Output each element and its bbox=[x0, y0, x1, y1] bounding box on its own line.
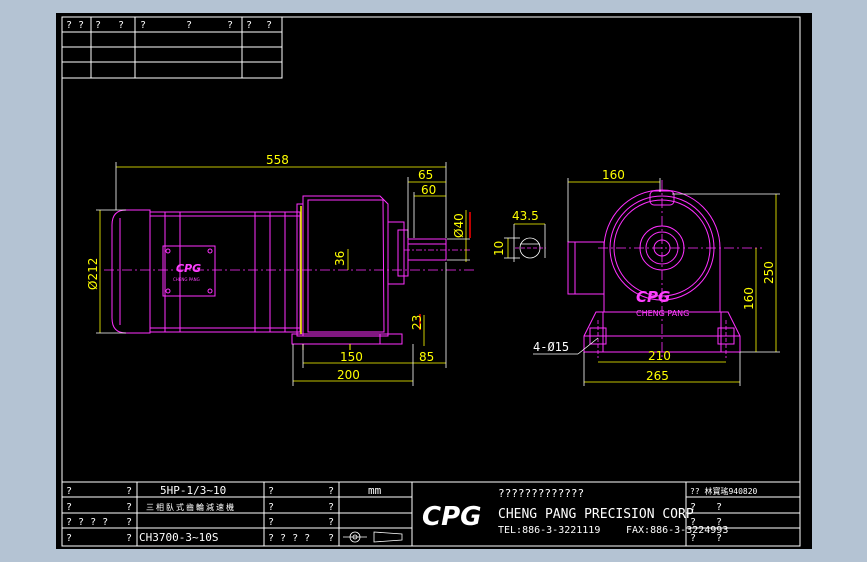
company-logo: CPG bbox=[422, 502, 481, 532]
tb-q-1: ? bbox=[66, 486, 72, 497]
nameplate-logo: CPG bbox=[176, 262, 201, 275]
dim-hole-spec: 4-Ø15 bbox=[533, 340, 569, 354]
tb-q-15: ? ? ? ? bbox=[268, 533, 310, 544]
side-nameplate: CPG CHENG PANG bbox=[162, 245, 216, 297]
front-dimension-text: 160 250 160 4-Ø15 210 265 bbox=[533, 168, 776, 383]
tb-unit: mm bbox=[368, 484, 382, 497]
tb-q-23: ? bbox=[716, 533, 722, 544]
rev-h7: ? bbox=[227, 20, 233, 31]
tb-q-13: ? bbox=[268, 517, 274, 528]
dim-558: 558 bbox=[266, 153, 289, 167]
dim-10: 10 bbox=[492, 241, 506, 256]
dim-200: 200 bbox=[337, 368, 360, 382]
dim-height-160: 160 bbox=[742, 287, 756, 310]
tb-q-12: ? bbox=[328, 502, 334, 513]
tb-q-5: ? ? ? ? bbox=[66, 517, 108, 528]
dim-front-160: 160 bbox=[602, 168, 625, 182]
tb-q-2: ? bbox=[126, 486, 132, 497]
dim-shaft-dia: Ø40 bbox=[452, 213, 466, 238]
keyway-detail bbox=[504, 223, 546, 262]
tb-q-8: ? bbox=[126, 533, 132, 544]
tb-q-14: ? bbox=[328, 517, 334, 528]
tb-q-11: ? bbox=[268, 502, 274, 513]
projection-symbol bbox=[343, 531, 403, 543]
title-block-text: ? ? ? ? ? ? ? ? ? ? ? 5HP-1/3~10 三相臥式齒輪減… bbox=[66, 484, 758, 544]
tb-q-20: ? bbox=[690, 517, 696, 528]
revision-table-header: ? ? ? ? ? ? ? ? ? bbox=[66, 20, 272, 31]
dim-60: 60 bbox=[421, 183, 436, 197]
tb-q-3: ? bbox=[66, 502, 72, 513]
rev-h5: ? bbox=[140, 20, 146, 31]
tb-q-4: ? bbox=[126, 502, 132, 513]
dim-250: 250 bbox=[762, 261, 776, 284]
nameplate-sub: CHENG PANG bbox=[173, 277, 200, 282]
tb-q-19: ? bbox=[716, 502, 722, 513]
title-block-grid bbox=[61, 481, 801, 547]
tb-q-6: ? bbox=[126, 517, 132, 528]
rev-h6: ? bbox=[186, 20, 192, 31]
tb-q-21: ? bbox=[716, 517, 722, 528]
dim-43-5: 43.5 bbox=[512, 209, 539, 223]
tb-q-17: ?? 林寶瑤940820 bbox=[690, 486, 758, 496]
front-logo-sub: CHENG PANG bbox=[636, 309, 689, 318]
revision-table bbox=[61, 16, 283, 79]
drawing-sheet bbox=[56, 13, 812, 549]
dim-150: 150 bbox=[340, 350, 363, 364]
dim-265: 265 bbox=[646, 369, 669, 383]
dim-motor-dia: Ø212 bbox=[86, 258, 100, 290]
tb-q-16: ? bbox=[328, 533, 334, 544]
rev-h3: ? bbox=[95, 20, 101, 31]
tb-desc: 三相臥式齒輪減速機 bbox=[146, 502, 236, 512]
tb-q-10: ? bbox=[328, 486, 334, 497]
tb-spec: 5HP-1/3~10 bbox=[160, 484, 226, 497]
front-dimension-lines bbox=[533, 178, 780, 386]
tb-q-22: ? bbox=[690, 533, 696, 544]
side-dimension-text: 558 65 60 Ø40 Ø212 36 23 150 85 200 bbox=[86, 153, 466, 382]
rev-h1: ? bbox=[66, 20, 72, 31]
tb-q-9: ? bbox=[268, 486, 274, 497]
side-view bbox=[111, 195, 447, 350]
dim-23: 23 bbox=[410, 315, 424, 330]
rev-h9: ? bbox=[266, 20, 272, 31]
side-dimension-lines bbox=[96, 162, 470, 386]
dim-210: 210 bbox=[648, 349, 671, 363]
company-cn: ????????????? bbox=[498, 487, 584, 500]
dim-65: 65 bbox=[418, 168, 433, 182]
tb-model: CH3700-3~10S bbox=[139, 531, 218, 544]
dim-36: 36 bbox=[333, 251, 347, 266]
rev-h8: ? bbox=[246, 20, 252, 31]
company-fax: FAX:886-3-3224993 bbox=[626, 525, 728, 536]
dim-85: 85 bbox=[419, 350, 434, 364]
tb-q-7: ? bbox=[66, 533, 72, 544]
front-logo: CPG bbox=[636, 288, 670, 306]
tb-q-18: ? bbox=[690, 502, 696, 513]
rev-h2: ? bbox=[78, 20, 84, 31]
company-tel: TEL:886-3-3221119 bbox=[498, 525, 600, 536]
company-en: CHENG PANG PRECISION CORP bbox=[498, 507, 694, 522]
rev-h4: ? bbox=[118, 20, 124, 31]
